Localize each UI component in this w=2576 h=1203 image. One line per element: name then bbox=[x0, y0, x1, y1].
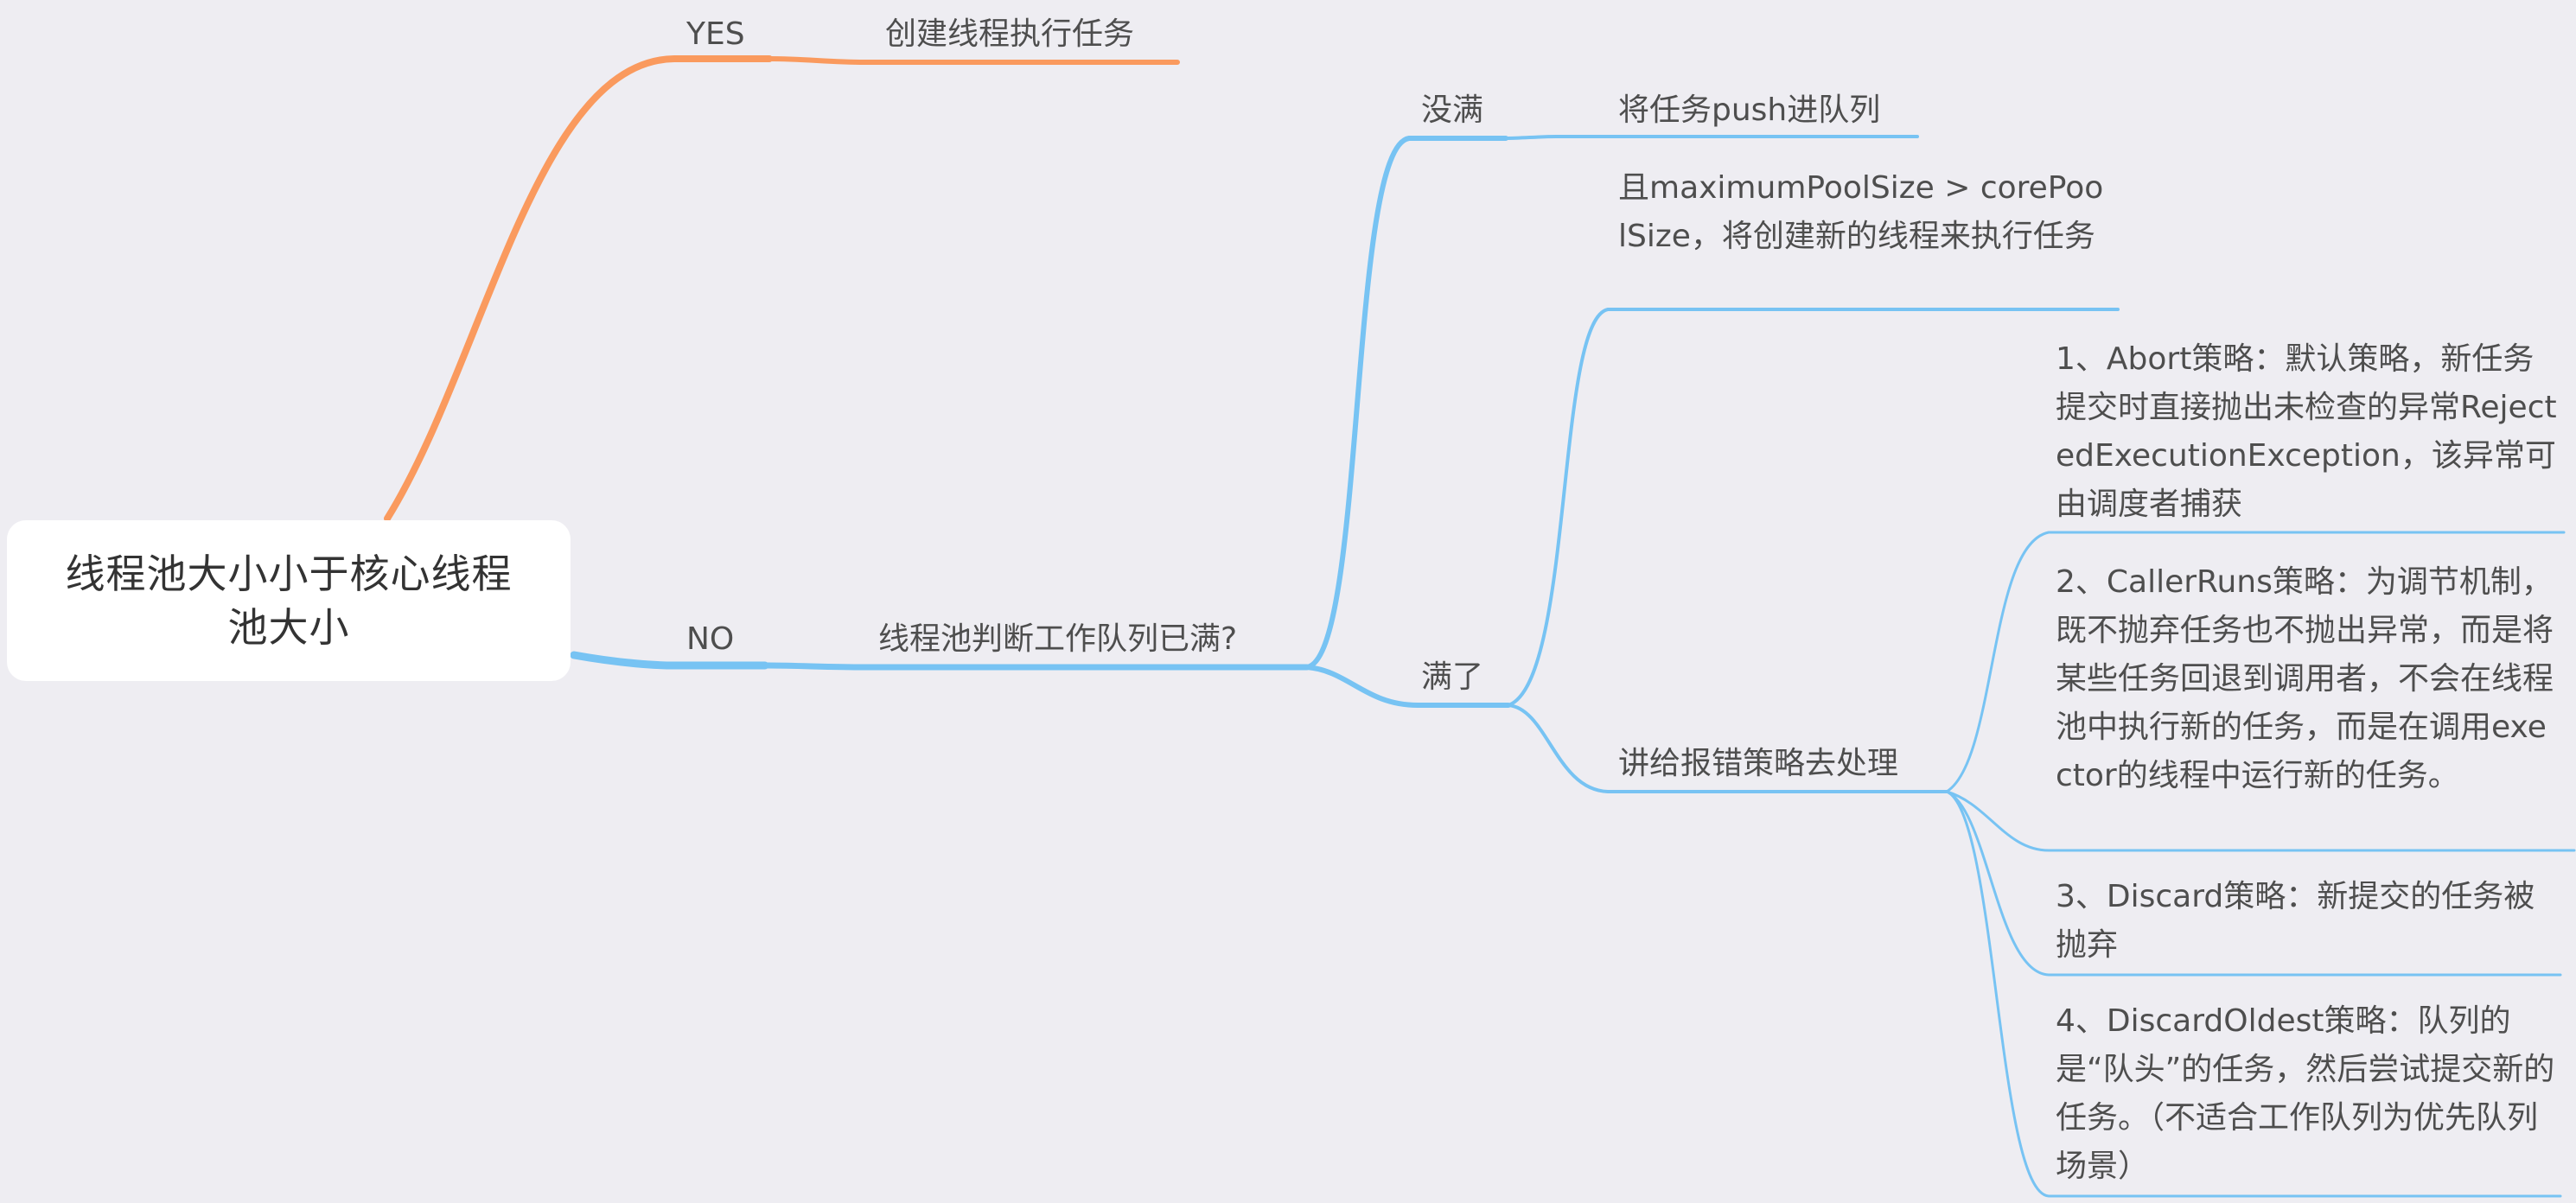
connector-root-to-no bbox=[570, 651, 769, 670]
connector-question-to-full bbox=[1304, 665, 1511, 708]
connector-full-to-create-thread bbox=[1507, 308, 2120, 707]
policy-discard-oldest-node[interactable]: 4、DiscardOldest策略：队列的是“队头”的任务，然后尝试提交新的任务… bbox=[2056, 1003, 2555, 1184]
rejection-handler-node[interactable]: 讲给报错策略去处理 bbox=[1618, 746, 1899, 781]
connector-reject-to-policy-2 bbox=[1945, 790, 2576, 852]
connector-reject-to-policy-4 bbox=[1945, 790, 2562, 1198]
connector-root-to-yes bbox=[384, 55, 773, 522]
push-to-queue-node[interactable]: 将任务push进队列 bbox=[1618, 92, 1881, 128]
root-node[interactable]: 线程池大小小于核心线程池大小 bbox=[7, 520, 571, 681]
connector-reject-to-policy-1 bbox=[1945, 531, 2566, 793]
queue-full-question-node[interactable]: 线程池判断工作队列已满? bbox=[878, 621, 1238, 657]
yes-action-node[interactable]: 创建线程执行任务 bbox=[885, 16, 1135, 52]
connector-reject-to-policy-3 bbox=[1945, 790, 2562, 977]
yes-condition-label[interactable]: YES bbox=[686, 16, 745, 52]
connector-full-to-reject bbox=[1507, 703, 1948, 793]
root-node-label: 线程池大小小于核心线程池大小 bbox=[65, 551, 513, 651]
no-condition-label[interactable]: NO bbox=[686, 621, 735, 657]
policy-caller-runs-node[interactable]: 2、CallerRuns策略：为调节机制，既不抛弃任务也不抛出异常，而是将某些任… bbox=[2056, 564, 2554, 793]
underline-yes-action bbox=[767, 56, 1180, 65]
policy-discard-node[interactable]: 3、Discard策略：新提交的任务被抛弃 bbox=[2056, 879, 2535, 963]
full-label[interactable]: 满了 bbox=[1421, 659, 1484, 695]
policy-abort-node[interactable]: 1、Abort策略：默认策略，新任务提交时直接抛出未检查的异常RejectedE… bbox=[2056, 341, 2557, 522]
connector-question-to-not-full bbox=[1304, 136, 1508, 670]
not-full-label[interactable]: 没满 bbox=[1421, 92, 1484, 128]
underline-no-question bbox=[762, 662, 1310, 671]
underline-not-full-action bbox=[1504, 135, 1919, 140]
create-new-thread-node[interactable]: 且maximumPoolSize > corePoolSize，将创建新的线程来… bbox=[1618, 170, 2104, 254]
